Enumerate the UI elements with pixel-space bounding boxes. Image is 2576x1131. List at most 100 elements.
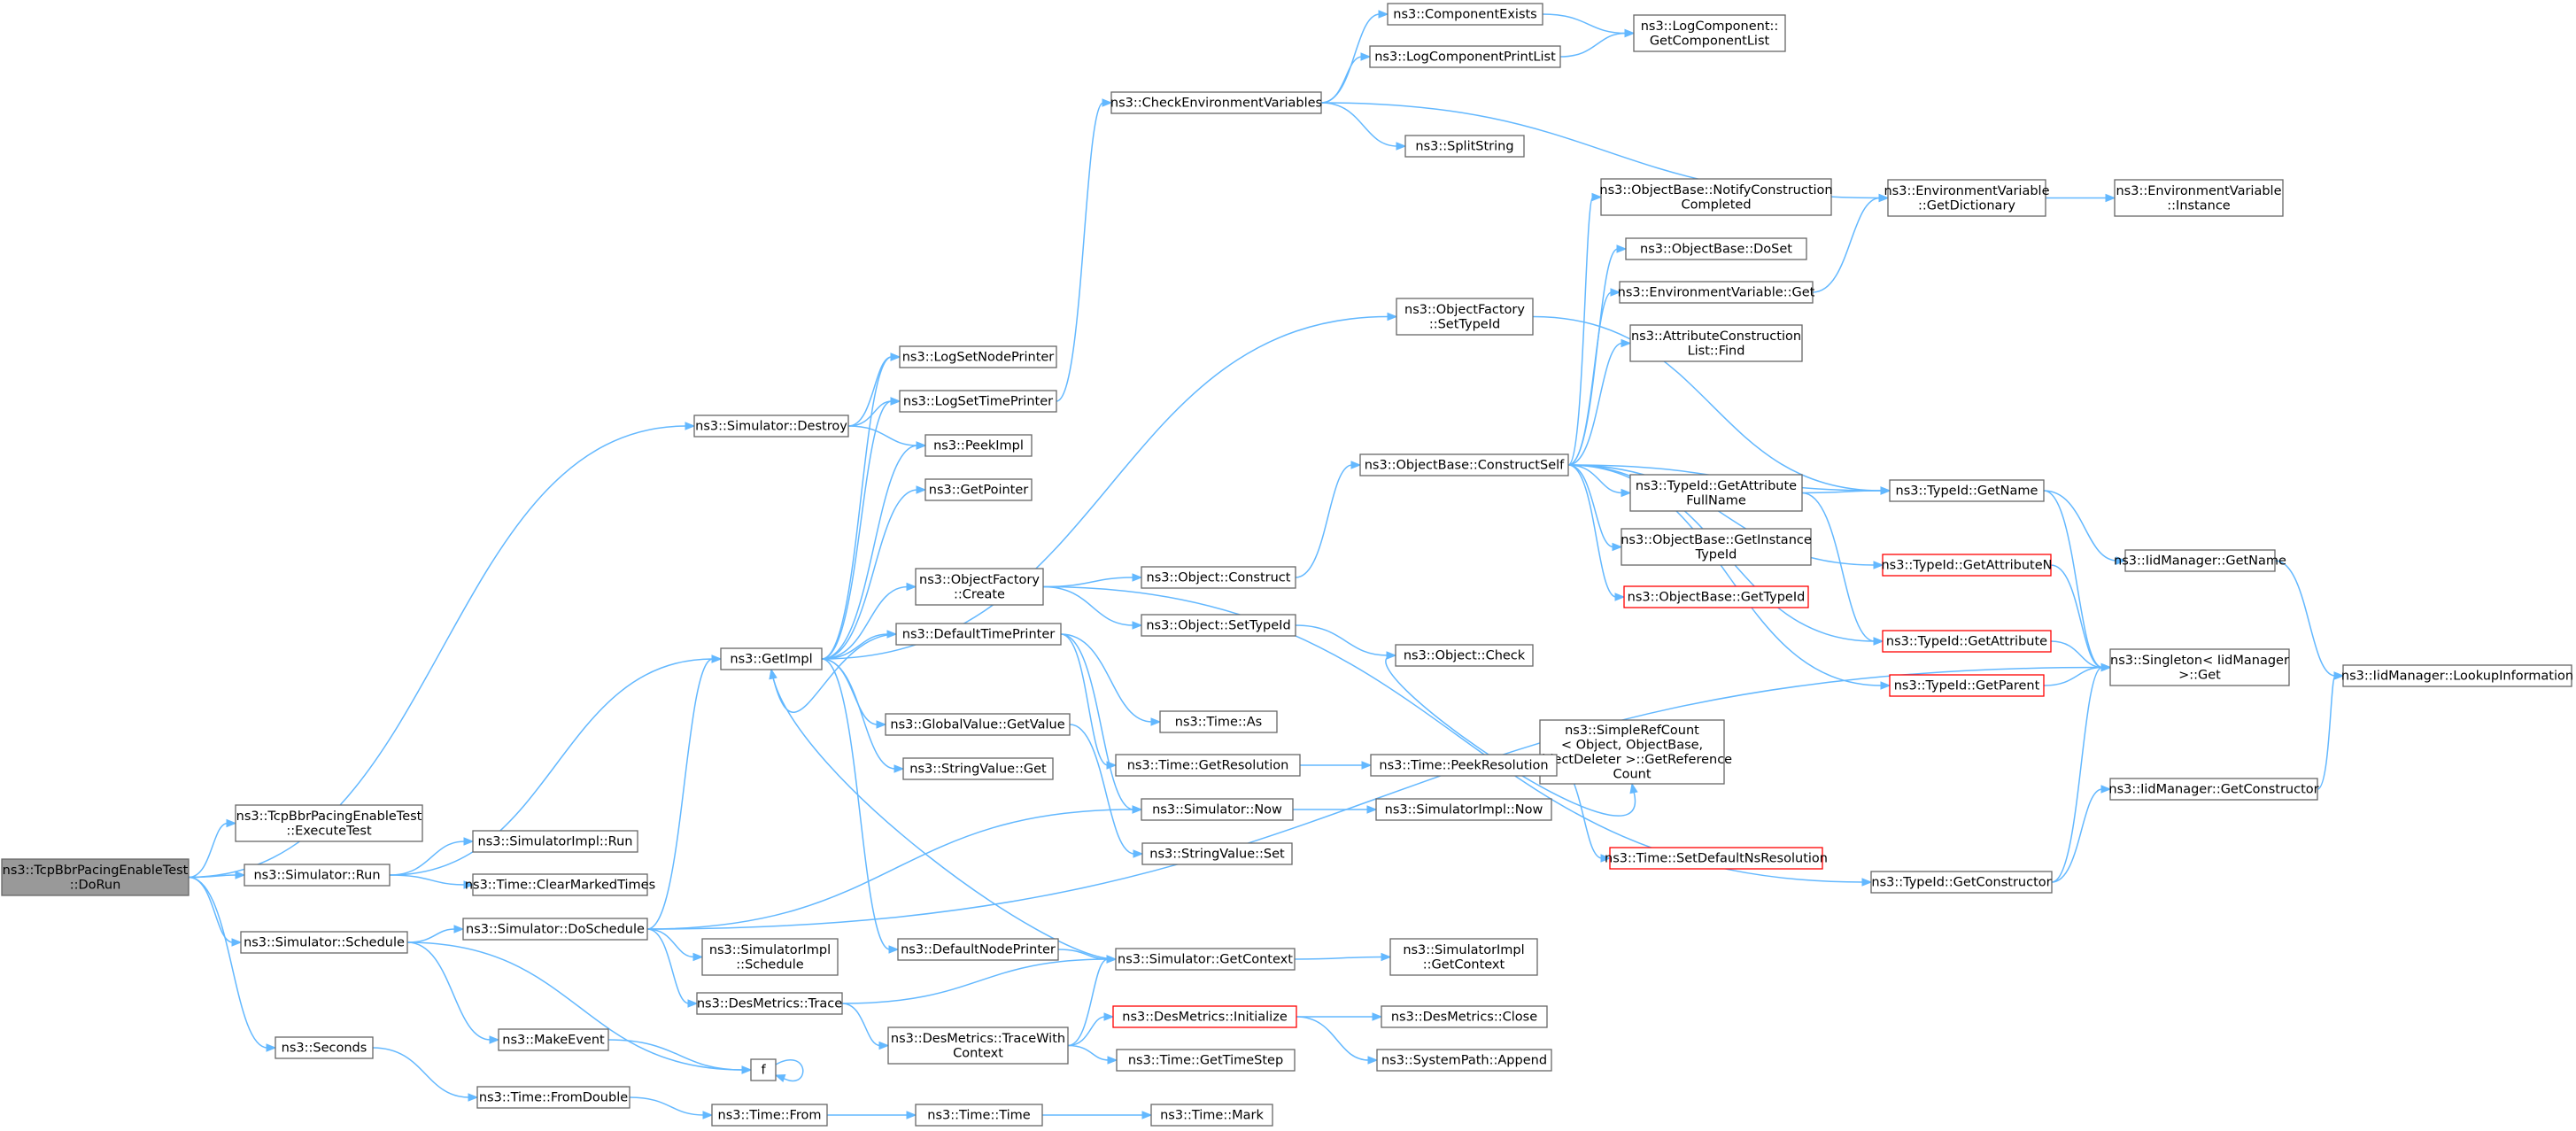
node-lognodeprinter[interactable]: ns3::LogSetNodePrinter [899, 345, 1057, 368]
node-box [472, 873, 648, 896]
node-label: ns3::IidManager::GetName [2114, 554, 2286, 569]
node-envdict[interactable]: ns3::EnvironmentVariable::GetDictionary [1884, 179, 2050, 217]
node-timefrom[interactable]: ns3::Time::From [711, 1104, 828, 1127]
node-schedule[interactable]: ns3::Simulator::Schedule [240, 931, 408, 954]
node-iidlookup[interactable]: ns3::IidManager::LookupInformation [2341, 664, 2573, 687]
node-objconstruct[interactable]: ns3::Object::Construct [1141, 566, 1296, 589]
node-timetime[interactable]: ns3::Time::Time [915, 1104, 1043, 1127]
edge-doschedule-to-implschedule [646, 928, 695, 958]
node-implgetctx[interactable]: ns3::SimulatorImpl::GetContext [1389, 938, 1538, 976]
node-obdoset[interactable]: ns3::ObjectBase::DoSet [1625, 237, 1807, 260]
node-dmclose[interactable]: ns3::DesMetrics::Close [1381, 1005, 1548, 1028]
arrowhead-dmtracewith-to-timegetstep [1107, 1056, 1118, 1065]
node-gvgetvalue[interactable]: ns3::GlobalValue::GetValue [885, 713, 1071, 736]
node-executetest[interactable]: ns3::TcpBbrPacingEnableTest::ExecuteTest [235, 804, 423, 842]
node-implnow[interactable]: ns3::SimulatorImpl::Now [1375, 798, 1552, 821]
node-svset[interactable]: ns3::StringValue::Set [1141, 842, 1293, 865]
edge-tgetparent-to-singleton [2043, 666, 2103, 686]
node-ofcreate[interactable]: ns3::ObjectFactory::Create [915, 568, 1044, 606]
node-label: ns3::LogSetNodePrinter [902, 351, 1055, 365]
node-dorun[interactable]: ns3::TcpBbrPacingEnableTest::DoRun [1, 858, 190, 896]
edge-ofsettypeid-to-tgetname [1532, 315, 1883, 492]
arrowhead-deftimeprinter-to-simnow [1132, 805, 1143, 814]
node-getimpl[interactable]: ns3::GetImpl [720, 647, 823, 670]
node-ofsettypeid[interactable]: ns3::ObjectFactory::SetTypeId [1396, 298, 1534, 336]
node-srcount[interactable]: ns3::SimpleRefCount< Object, ObjectBase,… [1532, 719, 1732, 785]
edge-dorun-to-seconds [188, 876, 268, 1049]
node-seconds[interactable]: ns3::Seconds [275, 1036, 374, 1059]
node-checkenv[interactable]: ns3::CheckEnvironmentVariables [1110, 91, 1322, 114]
node-tgetname[interactable]: ns3::TypeId::GetName [1889, 479, 2045, 502]
node-splitstring[interactable]: ns3::SplitString [1404, 135, 1525, 158]
arrowhead-checkenv-to-compexists [1378, 10, 1389, 19]
edge-dmtracewith-to-simgetctx [1067, 958, 1109, 1047]
node-f[interactable]: f [750, 1058, 777, 1081]
node-simgetctx[interactable]: ns3::Simulator::GetContext [1115, 948, 1296, 971]
node-label: List::Find [1688, 344, 1745, 358]
node-box [895, 623, 1062, 646]
arrowhead-seconds-to-fromdouble [468, 1093, 479, 1102]
node-implrun[interactable]: ns3::SimulatorImpl::Run [472, 830, 638, 853]
node-syspath[interactable]: ns3::SystemPath::Append [1376, 1049, 1552, 1072]
arrowhead-getimpl-to-logtimeprinter [890, 397, 901, 406]
node-peekres[interactable]: ns3::Time::PeekResolution [1370, 754, 1558, 777]
node-tgetattrn[interactable]: ns3::TypeId::GetAttributeN [1881, 554, 2053, 577]
node-clearmarked[interactable]: ns3::Time::ClearMarkedTimes [465, 873, 655, 896]
node-timemark[interactable]: ns3::Time::Mark [1150, 1104, 1273, 1127]
node-deftimeprinter[interactable]: ns3::DefaultTimePrinter [895, 623, 1062, 646]
node-implschedule[interactable]: ns3::SimulatorImpl::Schedule [701, 938, 839, 976]
node-dmtrace[interactable]: ns3::DesMetrics::Trace [696, 992, 843, 1015]
node-dminit[interactable]: ns3::DesMetrics::Initialize [1112, 1005, 1297, 1028]
node-timegetres[interactable]: ns3::Time::GetResolution [1115, 754, 1301, 777]
arrowhead-schedule-to-makeevent [489, 1035, 500, 1044]
node-box [1889, 479, 2045, 502]
edge-simgetctx-to-getimpl [772, 677, 1117, 960]
node-setdefaultns[interactable]: ns3::Time::SetDefaultNsResolution [1605, 847, 1828, 870]
node-envget[interactable]: ns3::EnvironmentVariable::Get [1618, 281, 1815, 304]
node-defnodeprinter[interactable]: ns3::DefaultNodePrinter [897, 938, 1059, 961]
arrowhead-dorun-to-destroy [685, 422, 696, 430]
node-box [244, 864, 391, 887]
node-obnotify[interactable]: ns3::ObjectBase::NotifyConstructionCompl… [1599, 178, 1833, 216]
edge-getimpl-to-defnodeprinter [821, 658, 891, 950]
node-box [275, 1036, 374, 1059]
node-svget[interactable]: ns3::StringValue::Get [902, 757, 1054, 780]
node-label: ns3::DesMetrics::Trace [697, 997, 842, 1011]
node-compexists[interactable]: ns3::ComponentExists [1387, 3, 1543, 26]
node-getcomplist[interactable]: ns3::LogComponent::GetComponentList [1633, 14, 1786, 52]
node-singleton[interactable]: ns3::Singleton< IidManager>::Get [2109, 648, 2290, 686]
node-getpointer[interactable]: ns3::GetPointer [924, 478, 1033, 501]
node-run[interactable]: ns3::Simulator::Run [244, 864, 391, 887]
edge-destroy-to-peekimpl [847, 425, 918, 446]
node-makeevent[interactable]: ns3::MakeEvent [498, 1028, 609, 1051]
node-tgetparent[interactable]: ns3::TypeId::GetParent [1889, 674, 2045, 697]
edge-dorun-to-schedule [188, 876, 234, 943]
node-label: ns3::TypeId::GetName [1896, 484, 2038, 499]
node-objsettypeid[interactable]: ns3::Object::SetTypeId [1141, 614, 1296, 637]
arrowhead-logtimeprinter-to-checkenv [1102, 98, 1113, 107]
node-envinstance[interactable]: ns3::EnvironmentVariable::Instance [2114, 179, 2284, 217]
node-timegetstep[interactable]: ns3::Time::GetTimeStep [1116, 1049, 1296, 1072]
node-objcheck[interactable]: ns3::Object::Check [1395, 644, 1534, 667]
node-iidgetctor[interactable]: ns3::IidManager::GetConstructor [2108, 778, 2319, 801]
edge-tgetattr-to-singleton [2050, 640, 2103, 669]
node-obgettypeid[interactable]: ns3::ObjectBase::GetTypeId [1623, 585, 1809, 608]
node-timeas[interactable]: ns3::Time::As [1159, 710, 1278, 733]
node-box [696, 992, 843, 1015]
node-tgetctor[interactable]: ns3::TypeId::GetConstructor [1870, 871, 2053, 894]
node-iidgetname[interactable]: ns3::IidManager::GetName [2114, 549, 2286, 572]
node-logcompprint[interactable]: ns3::LogComponentPrintList [1369, 45, 1561, 68]
node-destroy[interactable]: ns3::Simulator::Destroy [693, 414, 849, 438]
edge-doschedule-to-singleton [646, 666, 2103, 930]
node-tgetattr[interactable]: ns3::TypeId::GetAttribute [1882, 630, 2052, 653]
node-peekimpl[interactable]: ns3::PeekImpl [924, 434, 1033, 457]
node-obconstructself[interactable]: ns3::ObjectBase::ConstructSelf [1359, 453, 1569, 476]
node-logtimeprinter[interactable]: ns3::LogSetTimePrinter [899, 390, 1057, 413]
node-fromdouble[interactable]: ns3::Time::FromDouble [476, 1086, 630, 1109]
node-doschedule[interactable]: ns3::Simulator::DoSchedule [462, 918, 648, 941]
node-simnow[interactable]: ns3::Simulator::Now [1141, 798, 1294, 821]
